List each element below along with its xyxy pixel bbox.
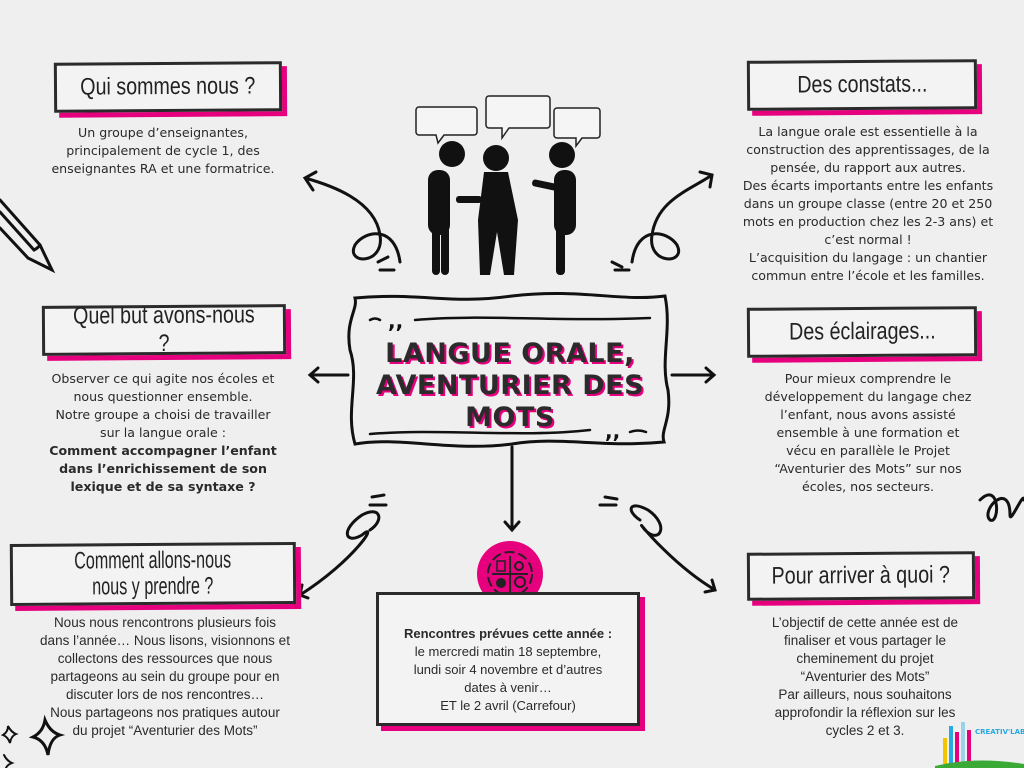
text-comment: Nous nous rencontrons plusieurs fois dans… xyxy=(10,614,320,740)
text-line: construction des apprentissages, de la xyxy=(746,142,990,157)
text-line: écoles, nos secteurs. xyxy=(801,479,935,494)
text-line: pensée, du rapport aux autres. xyxy=(770,160,966,175)
text-line: Pour mieux comprendre le xyxy=(784,371,952,386)
text-line: ET le 2 avril (Carrefour) xyxy=(440,698,576,713)
text-line: Notre groupe a choisi de travailler xyxy=(55,407,271,422)
text-line: LANGUE ORALE, xyxy=(385,338,635,369)
heading-quel-but: Quel but avons-nous ? xyxy=(41,301,287,358)
text-line: l’enfant, nous avons assisté xyxy=(780,407,956,422)
text-line: Par ailleurs, nous souhaitons xyxy=(778,687,952,702)
text-pour-arriver: L’objectif de cette année est de finalise… xyxy=(710,614,1020,740)
text-line: Pour arriver à quoi ? xyxy=(771,561,951,590)
text-des-eclairages: Pour mieux comprendre le développement du… xyxy=(718,370,1018,496)
main-title: LANGUE ORALE, AVENTURIER DES MOTS xyxy=(350,338,670,434)
arrow-curly-bottom-right xyxy=(629,504,717,594)
text-line: discuter lors de nos rencontres… xyxy=(65,687,265,702)
text-line: Des écarts importants entre les enfants xyxy=(742,178,994,193)
arrow-right xyxy=(670,366,717,384)
squiggle xyxy=(978,493,1024,522)
text-line: Nous partageons nos pratiques autour xyxy=(50,705,280,720)
sparkle-icon xyxy=(0,725,19,744)
text-line: L’objectif de cette année est de xyxy=(771,615,959,630)
text-line: Un groupe d’enseignantes, xyxy=(78,125,248,140)
heading-qui-sommes-nous: Qui sommes nous ? xyxy=(53,61,283,113)
text-line: La langue orale est essentielle à la xyxy=(758,124,978,139)
text-line: dans l’année… Nous lisons, visionnons et xyxy=(40,633,290,648)
arrow-curly-bottom-left xyxy=(298,510,381,600)
text-line: approfondir la réflexion sur les xyxy=(774,705,956,720)
heading-des-eclairages: Des éclairages... xyxy=(746,306,978,358)
text-line: Nous nous rencontrons plusieurs fois xyxy=(53,615,277,630)
arrow-curly-top-left xyxy=(302,170,402,264)
text-line: le mercredi matin 18 septembre, xyxy=(414,644,602,659)
svg-text:,,: ,, xyxy=(605,419,620,443)
sparkle-icon xyxy=(28,714,66,756)
sparkle-icon xyxy=(3,754,15,768)
arrow-down xyxy=(503,445,521,533)
pencil-icon xyxy=(0,198,56,274)
arrow-curly-top-right xyxy=(630,170,714,264)
creativlab-logo: CREATIV'LAB xyxy=(935,722,1024,768)
people-talking-icon xyxy=(428,141,576,275)
rencontres-box: Rencontres prévues cette année : le merc… xyxy=(376,592,640,726)
text-line: Qui sommes nous ? xyxy=(80,72,256,101)
text-line: collectons des ressources que nous xyxy=(57,651,273,666)
text-line: Observer ce qui agite nos écoles et xyxy=(51,371,275,386)
text-line: nous y prendre ? xyxy=(92,572,214,601)
text-line: dates à venir… xyxy=(464,680,552,695)
text-line: cycles 2 et 3. xyxy=(825,723,905,738)
text-line: “Aventurier des Mots” sur nos xyxy=(774,461,962,476)
svg-text:,,: ,, xyxy=(388,309,403,333)
text-line: lundi soir 4 novembre et d’autres xyxy=(413,662,603,677)
text-line: c’est normal ! xyxy=(824,232,912,247)
heading-des-constats: Des constats... xyxy=(746,59,978,111)
text-line: enseignantes RA et une formatrice. xyxy=(51,161,275,176)
text-line: ensemble à une formation et xyxy=(776,425,960,440)
text-line: sur la langue orale : xyxy=(100,425,226,440)
text-line: “Aventurier des Mots” xyxy=(800,669,930,684)
text-des-constats: La langue orale est essentielle à la cons… xyxy=(718,123,1018,285)
text-qui-sommes-nous: Un groupe d’enseignantes, principalement … xyxy=(13,124,313,178)
text-line: lexique et de sa syntaxe ? xyxy=(70,479,256,494)
text-line: dans l’enrichissement de son xyxy=(59,461,267,476)
text-line: Des constats... xyxy=(796,70,928,99)
text-line: nous questionner ensemble. xyxy=(73,389,253,404)
text-line: finaliser et vous partager le xyxy=(783,633,947,648)
text-line: commun entre l’école et les familles. xyxy=(751,268,985,283)
text-line: Des éclairages... xyxy=(788,317,936,346)
text-line: Rencontres prévues cette année : xyxy=(403,626,613,641)
text-line: Comment allons-nous xyxy=(74,546,232,575)
text-line: partageons au sein du groupe pour en xyxy=(50,669,280,684)
title-frame xyxy=(347,291,671,448)
heading-pour-arriver: Pour arriver à quoi ? xyxy=(746,551,976,601)
text-line: dans un groupe classe (entre 20 et 250 xyxy=(743,196,993,211)
text-line: AVENTURIER DES MOTS xyxy=(375,370,645,433)
text-line: du projet “Aventurier des Mots” xyxy=(72,723,258,738)
text-line: principalement de cycle 1, des xyxy=(66,143,260,158)
text-line: Comment accompagner l’enfant xyxy=(49,443,277,458)
text-line: cheminement du projet xyxy=(796,651,934,666)
text-quel-but: Observer ce qui agite nos écoles et nous … xyxy=(13,370,313,496)
text-line: vécu en parallèle le Projet xyxy=(786,443,950,458)
text-line: mots en production chez les 2-3 ans) et xyxy=(742,214,994,229)
text-line: L’acquisition du langage : un chantier xyxy=(748,250,988,265)
text-line: Quel but avons-nous ? xyxy=(72,301,255,358)
arrow-left xyxy=(307,366,350,384)
text-line: développement du langage chez xyxy=(764,389,972,404)
speech-bubbles xyxy=(415,95,601,149)
svg-text:CREATIV'LAB: CREATIV'LAB xyxy=(975,728,1024,736)
